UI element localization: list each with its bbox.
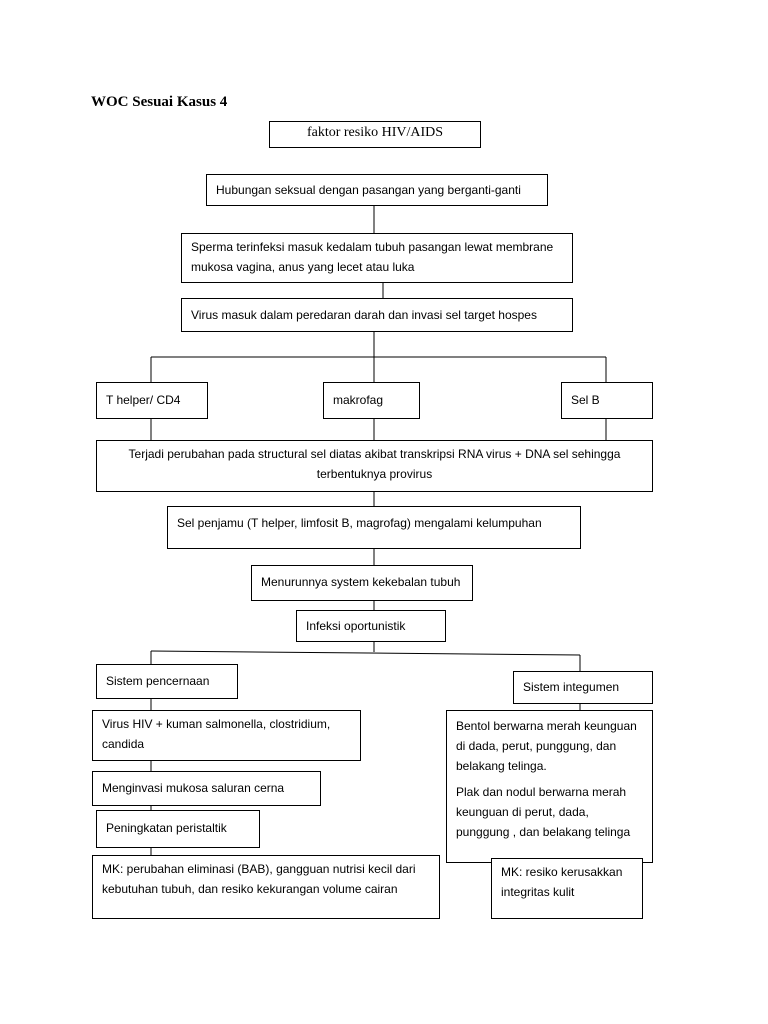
node-sistem-pencernaan: Sistem pencernaan: [96, 664, 238, 699]
node-infeksi-oportunistik: Infeksi oportunistik: [296, 610, 446, 642]
node-manifestasi-kulit: Bentol berwarna merah keunguan di dada, …: [446, 710, 653, 863]
node-sel-penjamu: Sel penjamu (T helper, limfosit B, magro…: [167, 506, 581, 549]
node-sistem-integumen: Sistem integumen: [513, 671, 653, 704]
page-title: WOC Sesuai Kasus 4: [91, 94, 228, 110]
plak-text: Plak dan nodul berwarna merah keunguan d…: [456, 785, 631, 839]
node-makrofag: makrofag: [323, 382, 420, 419]
node-t-helper: T helper/ CD4: [96, 382, 208, 419]
node-virus-hiv: Virus HIV + kuman salmonella, clostridiu…: [92, 710, 361, 761]
node-mk-eliminasi: MK: perubahan eliminasi (BAB), gangguan …: [92, 855, 440, 919]
node-menginvasi-mukosa: Menginvasi mukosa saluran cerna: [92, 771, 321, 806]
node-mk-kulit: MK: resiko kerusakkan integritas kulit: [491, 858, 643, 919]
node-menurunnya-kekebalan: Menurunnya system kekebalan tubuh: [251, 565, 473, 601]
node-faktor-resiko: faktor resiko HIV/AIDS: [269, 121, 481, 148]
connector: [150, 650, 581, 656]
node-virus-masuk: Virus masuk dalam peredaran darah dan in…: [181, 298, 573, 332]
node-perubahan-struktural: Terjadi perubahan pada structural sel di…: [96, 440, 653, 492]
node-sel-b: Sel B: [561, 382, 653, 419]
node-hubungan-seksual: Hubungan seksual dengan pasangan yang be…: [206, 174, 548, 206]
bentol-text: Bentol berwarna merah keunguan di dada, …: [456, 719, 637, 773]
node-peningkatan-peristaltik: Peningkatan peristaltik: [96, 810, 260, 848]
node-sperma-terinfeksi: Sperma terinfeksi masuk kedalam tubuh pa…: [181, 233, 573, 283]
